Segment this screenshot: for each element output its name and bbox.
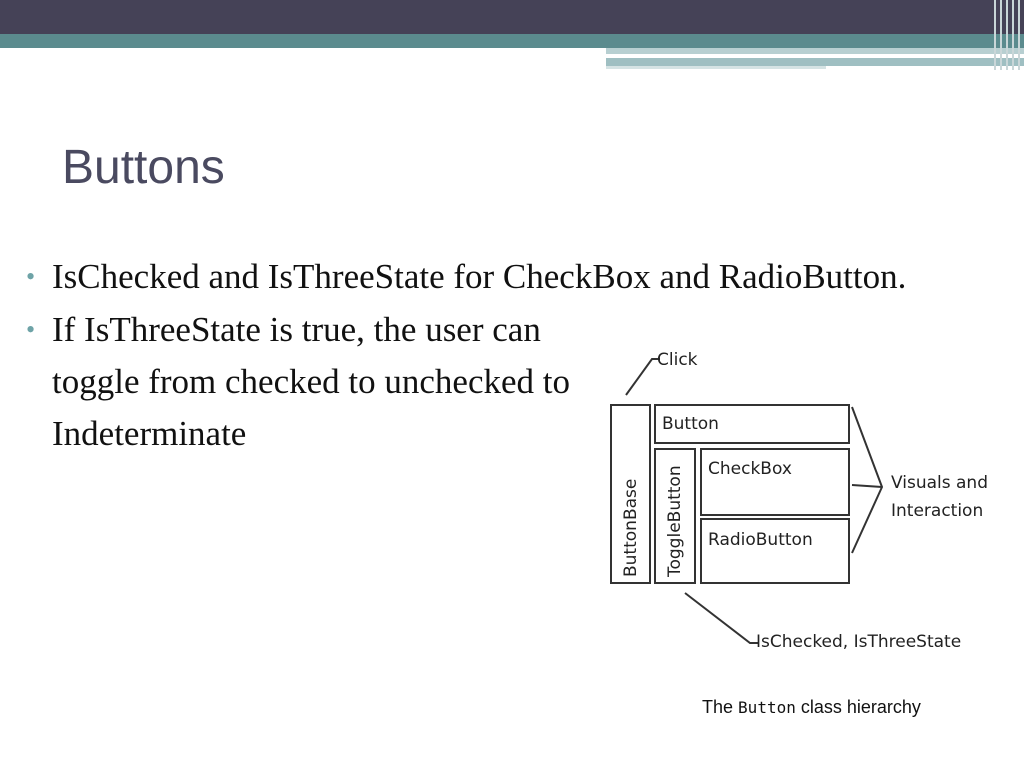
buttonbase-box [610, 404, 651, 584]
header-teal-band [0, 34, 1024, 48]
buttonbase-label: ButtonBase [621, 478, 641, 577]
checkbox-label: CheckBox [708, 459, 792, 479]
visuals-label-line2: Interaction [891, 501, 984, 521]
bullet-text: If IsThreeState is true, the user can to… [52, 310, 570, 453]
click-pointer-line [625, 358, 660, 396]
radiobutton-label: RadioButton [708, 530, 813, 550]
button-box [654, 404, 850, 444]
bullet-item: • IsChecked and IsThreeState for CheckBo… [24, 254, 912, 300]
slide-title: Buttons [62, 141, 225, 194]
visuals-bracket-mid [851, 484, 883, 488]
visuals-bracket [851, 406, 884, 554]
bullet-dot-icon: • [26, 262, 36, 291]
caption-prefix: The [702, 697, 734, 717]
header-light-band-3 [606, 66, 826, 69]
diagram-caption: The Button class hierarchy [702, 697, 921, 718]
togglebutton-box [654, 448, 696, 584]
bullet-list: • IsChecked and IsThreeState for CheckBo… [24, 254, 912, 460]
header-dark-bar [0, 0, 1024, 34]
bullet-dot-icon: • [26, 315, 36, 344]
ischecked-pointer-line [684, 592, 758, 644]
header-stripes [992, 0, 1024, 70]
visuals-label-line1: Visuals and [891, 473, 988, 493]
header-light-band-2 [606, 58, 1024, 66]
bullet-text: IsChecked and IsThreeState for CheckBox … [52, 257, 907, 296]
button-label: Button [662, 414, 719, 434]
click-label: Click [657, 350, 698, 370]
bullet-item: • If IsThreeState is true, the user can … [24, 304, 612, 460]
button-class-hierarchy-diagram: Click Button CheckBox RadioButton Button… [600, 345, 1020, 675]
header-light-band [606, 48, 1024, 54]
radiobutton-box [700, 518, 850, 584]
caption-suffix: class hierarchy [800, 697, 921, 717]
caption-code: Button [738, 698, 796, 717]
togglebutton-label: ToggleButton [665, 465, 685, 577]
checkbox-box [700, 448, 850, 516]
diagram-shapes [610, 358, 884, 644]
header-white-line [606, 55, 946, 58]
ischecked-label: IsChecked, IsThreeState [756, 632, 962, 652]
